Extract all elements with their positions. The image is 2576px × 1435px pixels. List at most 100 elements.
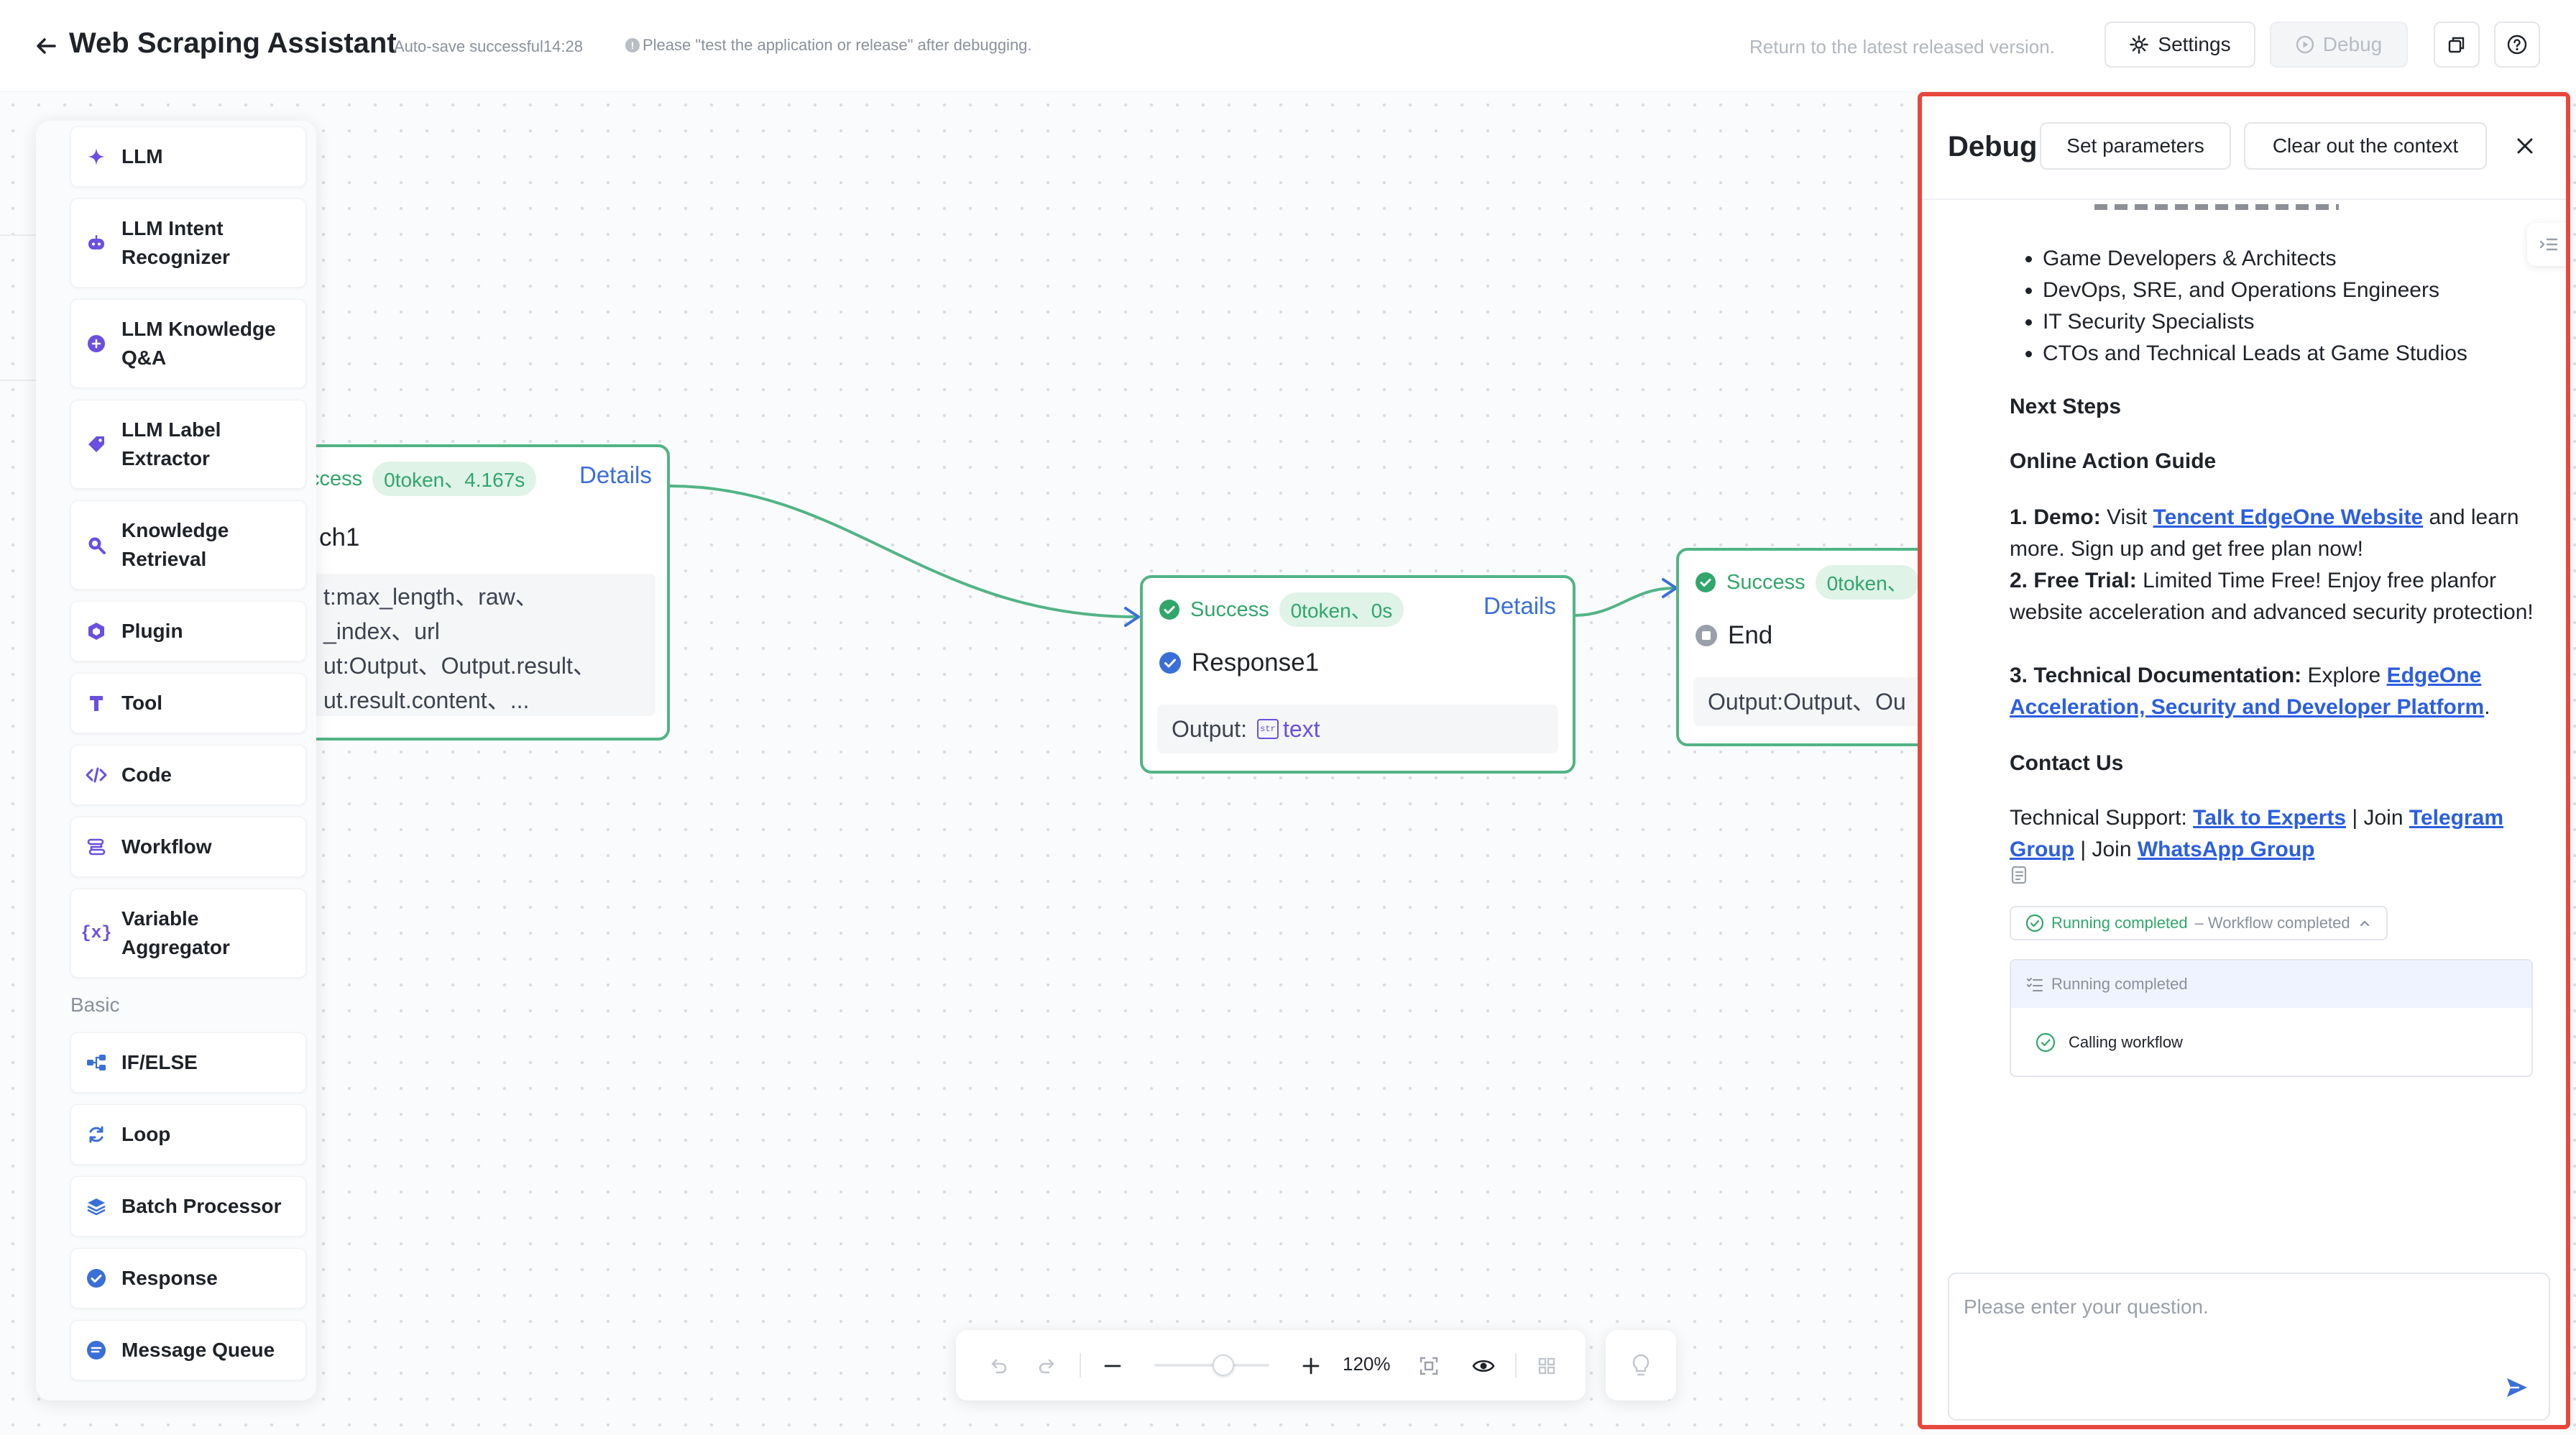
node-item-workflow[interactable]: Workflow (70, 817, 306, 877)
edge-response-to-end (1573, 587, 1675, 617)
zoom-slider[interactable] (1154, 1353, 1269, 1377)
undo-button[interactable] (982, 1350, 1013, 1382)
node-item-batch-processor[interactable]: Batch Processor (70, 1176, 306, 1237)
node-item-code[interactable]: Code (70, 745, 306, 805)
step-text: Explore (2301, 664, 2387, 687)
node-item-label: Tool (121, 692, 163, 714)
undo-icon (991, 1359, 1007, 1374)
end-node[interactable]: Success 0token、 End Output:Output、Ou (1676, 548, 1964, 746)
node-title: End (1695, 621, 1772, 650)
node-item-label: IF/ELSE (121, 1051, 198, 1073)
debug-tip: ! Please "test the application or releas… (625, 36, 1032, 55)
zoom-level: 120% (1343, 1353, 1391, 1375)
guide-step-docs: 3. Technical Documentation: Explore Edge… (2010, 660, 2542, 723)
node-item-message-queue[interactable]: Message Queue (70, 1320, 306, 1380)
layout-button[interactable] (1531, 1350, 1563, 1382)
node-item-knowledge-retrieval[interactable]: Knowledge Retrieval (70, 500, 306, 590)
message-icon (86, 1339, 107, 1361)
details-link[interactable]: Details (1484, 592, 1556, 619)
clear-context-button[interactable]: Clear out the context (2244, 122, 2487, 170)
node-item-label: Workflow (121, 835, 212, 858)
success-check-icon (1696, 572, 1716, 592)
edge-arrow-response (1124, 607, 1140, 627)
settings-button[interactable]: Settings (2104, 22, 2255, 68)
contact-text: | Join (2346, 806, 2409, 830)
edgeone-platform-link[interactable]: EdgeOne Acceleration, Security and Devel… (2010, 664, 2485, 719)
tips-button[interactable] (1606, 1330, 1676, 1400)
node-output: Output: str text (1157, 705, 1558, 753)
whatsapp-group-link[interactable]: WhatsApp Group (2137, 838, 2315, 861)
step-text: and learn more. Sign up and get free pla… (2010, 505, 2519, 561)
node-library-panel: LLM LLM Intent Recognizer LLM Knowledge … (36, 121, 316, 1400)
run-status-toggle[interactable]: Running completed – Workflow completed (2010, 906, 2388, 940)
copy-button[interactable] (2434, 22, 2480, 68)
node-item-label: Message Queue (121, 1339, 275, 1361)
io-line: t:max_length、raw、 (323, 584, 538, 610)
workflow-completed-text: – Workflow completed (2194, 914, 2350, 932)
node-item-if-else[interactable]: IF/ELSE (70, 1032, 306, 1093)
branch-icon (86, 1052, 107, 1073)
node-status: Success (1190, 597, 1269, 621)
return-to-released-link[interactable]: Return to the latest released version. (1749, 36, 2055, 58)
zoom-slider-thumb[interactable] (1213, 1354, 1234, 1376)
fit-view-button[interactable] (1413, 1350, 1445, 1382)
set-parameters-button[interactable]: Set parameters (2040, 122, 2231, 170)
node-item-label: Batch Processor (121, 1195, 282, 1217)
node-item-llm-label-extractor[interactable]: LLM Label Extractor (70, 400, 306, 489)
sparkle-icon (86, 146, 107, 168)
lightbulb-icon (1632, 1354, 1650, 1376)
node-item-loop[interactable]: Loop (70, 1104, 306, 1165)
run-step-label: Calling workflow (2069, 1033, 2183, 1051)
variable-icon: {x} (80, 923, 112, 943)
step-text: Limited Time Free! Enjoy free planfor we… (2010, 569, 2534, 624)
node-item-variable-aggregator[interactable]: {x} Variable Aggregator (70, 889, 306, 978)
zoom-in-button[interactable] (1295, 1350, 1327, 1382)
question-input[interactable] (1964, 1296, 2481, 1319)
autosave-status: Auto-save successful14:28 (394, 37, 583, 55)
node-item-plugin[interactable]: Plugin (70, 601, 306, 661)
heading-contact-us: Contact Us (2010, 751, 2124, 775)
grid-icon (1538, 1357, 1555, 1375)
help-button[interactable] (2494, 22, 2540, 68)
node-item-tool[interactable]: Tool (70, 673, 306, 733)
zoom-out-button[interactable] (1097, 1350, 1128, 1382)
clipped-text-row (2094, 204, 2339, 210)
telegram-group-link[interactable]: Telegram Group (2010, 806, 2504, 861)
node-status-pill: 0token、0s (1279, 592, 1404, 627)
batch-node[interactable]: ccess 0token、4.167s Details ch1 t:max_le… (273, 444, 670, 741)
node-item-label: LLM Knowledge Q&A (121, 318, 276, 369)
redo-button[interactable] (1032, 1350, 1064, 1382)
play-circle-icon (2296, 35, 2314, 54)
loop-icon (86, 1124, 107, 1145)
send-icon (2507, 1378, 2527, 1397)
node-item-response[interactable]: Response (70, 1248, 306, 1308)
toolbar-divider (1080, 1353, 1081, 1377)
node-item-llm-intent-recognizer[interactable]: LLM Intent Recognizer (70, 198, 306, 288)
node-item-llm-knowledge-qa[interactable]: LLM Knowledge Q&A (70, 299, 306, 388)
back-arrow-icon[interactable] (32, 32, 60, 60)
run-step-item: Calling workflow (2011, 1008, 2531, 1076)
node-output: Output:Output、Ou (1693, 677, 1961, 726)
node-item-label: Knowledge Retrieval (121, 519, 229, 570)
details-link[interactable]: Details (579, 462, 652, 488)
node-item-label: Variable Aggregator (121, 907, 230, 958)
close-icon[interactable] (2513, 134, 2537, 158)
outline-toggle-button[interactable] (2527, 223, 2566, 266)
node-item-llm[interactable]: LLM (70, 127, 306, 187)
section-label-basic: Basic (70, 994, 120, 1016)
preview-button[interactable] (1468, 1350, 1499, 1382)
audience-item: CTOs and Technical Leads at Game Studios (2043, 338, 2542, 370)
run-details-header: Running completed (2011, 961, 2531, 1008)
redo-icon (1039, 1359, 1054, 1374)
copy-icon (2448, 37, 2465, 53)
step-text: . (2484, 695, 2490, 719)
node-io-summary: t:max_length、raw、 _index、url ut:Output、O… (290, 574, 656, 716)
send-button[interactable] (2501, 1372, 2533, 1403)
debug-button[interactable]: Debug (2270, 22, 2408, 68)
tencent-edgeone-website-link[interactable]: Tencent EdgeOne Website (2153, 505, 2424, 529)
copy-answer-icon[interactable] (2010, 864, 2030, 886)
toolbar-divider (1515, 1353, 1517, 1377)
talk-to-experts-link[interactable]: Talk to Experts (2193, 806, 2346, 830)
response-node[interactable]: Success 0token、0s Details Response1 Outp… (1140, 575, 1576, 774)
debug-panel-title: Debug (1948, 131, 2038, 162)
